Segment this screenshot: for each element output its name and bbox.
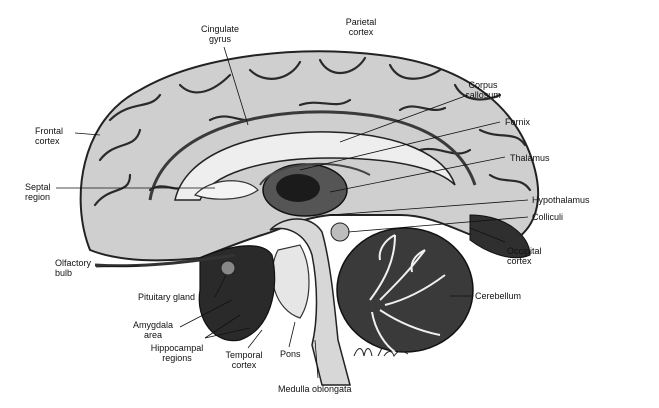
label-hypothalamus: Hypothalamus [532,195,590,205]
arbor-vitae [369,234,446,353]
label-olfactory-bulb: Olfactory bulb [55,258,92,278]
label-medulla-oblongata: Medulla oblongata [278,384,352,394]
label-hippocampal-regions: Hippocampal regions [150,343,204,363]
temporal-region-shape [198,245,276,342]
pons-bulge [271,244,310,319]
label-cerebellum: Cerebellum [475,291,522,301]
cingulate-band [148,110,477,201]
label-amygdala-area: Amygdala area [132,320,174,340]
label-frontal-cortex: Frontal cortex [35,126,64,146]
label-colliculi: Colliculi [532,212,564,222]
corpus-callosum-shape [174,131,456,201]
label-occipital-cortex: Occipital cortex [507,246,542,266]
label-septal-region: Septal region [25,182,51,202]
colliculi-shape [330,222,350,242]
brainstem-shape [269,218,351,386]
label-pons: Pons [280,349,301,359]
cerebellum-shape [336,227,474,353]
fornix-shape [259,162,371,186]
label-cingulate-gyrus: Cingulate gyrus [200,24,240,44]
artist-signature [353,347,409,358]
label-corpus-callosum: Corpus callosum [465,80,501,100]
label-thalamus: Thalamus [510,153,550,163]
label-temporal-cortex: Temporal cortex [225,350,263,370]
label-pituitary-gland: Pituitary gland [138,292,196,302]
olfactory-shape [94,253,236,268]
label-fornix: Fornix [505,117,531,127]
label-parietal-cortex: Parietal cortex [345,17,377,37]
pituitary-shape [220,260,236,276]
leader-lines [56,46,529,379]
septal-shape [193,180,259,200]
